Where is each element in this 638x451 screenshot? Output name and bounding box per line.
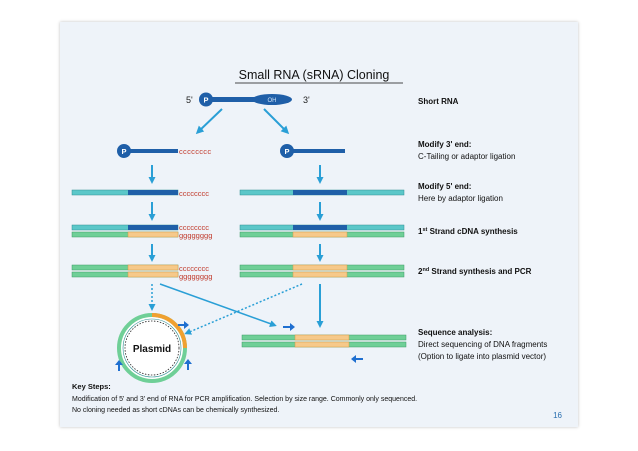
left-double-strand xyxy=(71,264,179,278)
step-modify-3-title: Modify 3' end: xyxy=(418,140,471,149)
g-tail: gggggggg xyxy=(179,231,212,240)
plasmid-label: Plasmid xyxy=(133,344,171,355)
primer-arrow-icon xyxy=(351,355,363,363)
three-prime-label: 3' xyxy=(303,95,310,105)
step-modify-5-title: Modify 5' end: xyxy=(418,182,471,191)
phosphate-label: P xyxy=(284,147,289,156)
dotted-arrow-right-to-plasmid xyxy=(184,283,303,335)
left-modified-rna: P xyxy=(117,144,178,158)
key-steps-title: Key Steps: xyxy=(72,382,111,391)
short-rna-molecule: P OH xyxy=(199,92,292,107)
five-prime-label: 5' xyxy=(186,95,193,105)
phosphate-icon xyxy=(117,144,131,158)
g-tail: gggggggg xyxy=(179,272,212,281)
primer-arrow-icon xyxy=(115,360,123,371)
step-modify-5-desc: Here by adaptor ligation xyxy=(418,194,503,203)
primer-arrow-icon xyxy=(283,323,295,331)
right-first-strand xyxy=(239,224,405,238)
branch-arrow-left xyxy=(195,108,223,135)
arrow-to-sequencing xyxy=(159,283,277,327)
step-sequence-line2: (Option to ligate into plasmid vector) xyxy=(418,352,546,361)
left-adaptor-ligated xyxy=(71,189,179,196)
step-second-strand: 2nd Strand synthesis and PCR xyxy=(418,267,532,276)
step-modify-3-desc: C-Tailing or adaptor ligation xyxy=(418,152,515,161)
step-sequence-title: Sequence analysis: xyxy=(418,328,492,337)
left-first-strand xyxy=(71,224,179,238)
phosphate-label: P xyxy=(121,147,126,156)
step-short-rna: Short RNA xyxy=(418,97,459,106)
step-first-strand: 1st Strand cDNA synthesis xyxy=(418,227,518,236)
c-tail: cccccccc xyxy=(179,264,209,273)
key-steps-line1: Modification of 5' and 3' end of RNA for… xyxy=(72,396,417,403)
primer-arrow-icon xyxy=(184,359,192,370)
right-adaptor-ligated xyxy=(239,189,405,196)
primer-arrow-icon xyxy=(178,321,189,329)
hydroxyl-label: OH xyxy=(268,98,277,104)
slide: Small RNA (sRNA) Cloning 5' P OH 3' P cc… xyxy=(60,22,578,427)
key-steps-line2: No cloning needed as short cDNAs can be … xyxy=(72,407,279,414)
plasmid-icon xyxy=(117,313,187,383)
right-modified-rna: P xyxy=(280,144,345,158)
cloning-diagram: Small RNA (sRNA) Cloning 5' P OH 3' P cc… xyxy=(71,68,563,420)
slide-title: Small RNA (sRNA) Cloning xyxy=(239,68,390,82)
c-tail: cccccccc xyxy=(179,223,209,232)
phosphate-label: P xyxy=(203,96,208,105)
phosphate-icon xyxy=(280,144,294,158)
hydroxyl-cap xyxy=(252,94,292,105)
page-number: 16 xyxy=(553,411,562,420)
step-sequence-line1: Direct sequencing of DNA fragments xyxy=(418,340,547,349)
right-double-strand xyxy=(239,264,405,278)
c-tail: cccccccc xyxy=(179,147,211,156)
sequencing-fragment xyxy=(241,334,407,348)
phosphate-icon xyxy=(199,92,213,107)
branch-arrow-right xyxy=(263,108,290,135)
c-tail: cccccccc xyxy=(179,189,209,198)
